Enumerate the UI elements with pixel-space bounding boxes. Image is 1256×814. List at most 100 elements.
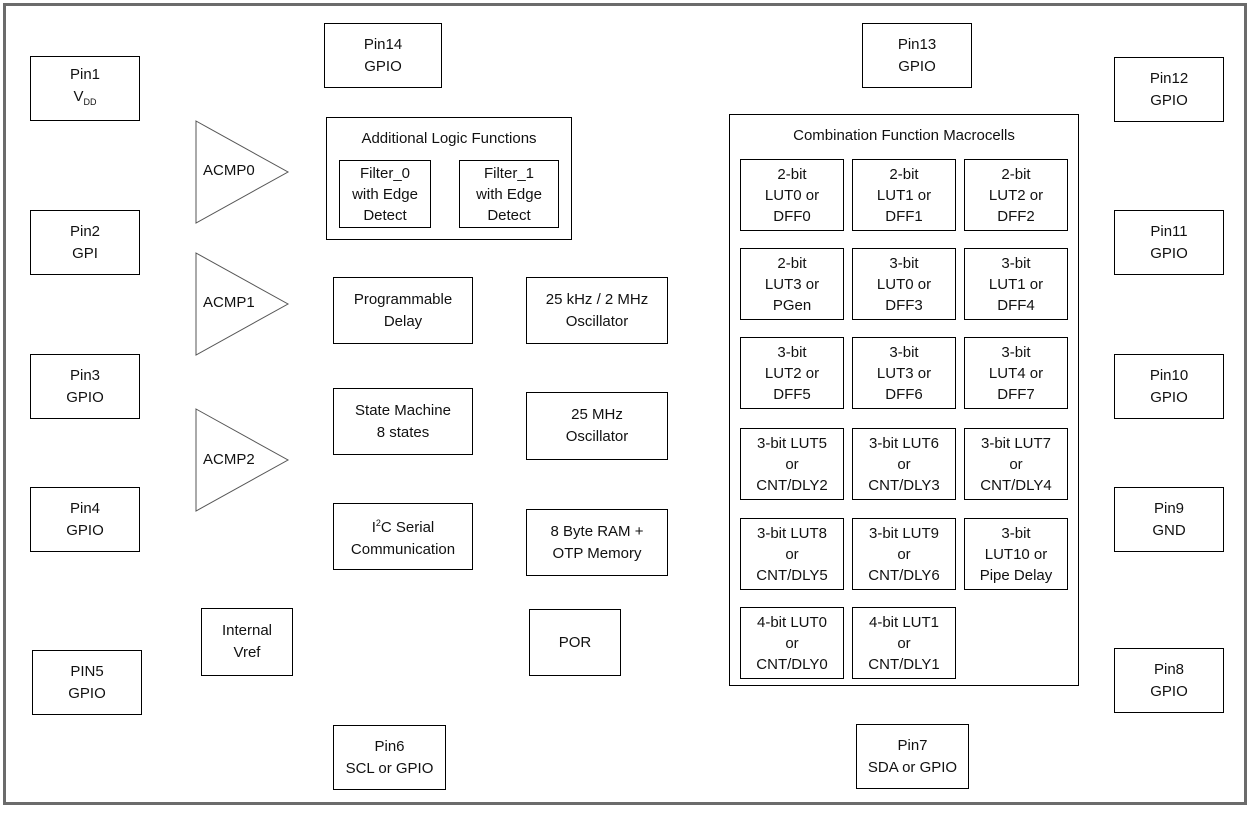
pin14-function: GPIO: [364, 57, 402, 75]
macrocell-line: CNT/DLY5: [756, 566, 828, 584]
vref-line1: Internal: [221, 622, 273, 639]
pin2-number: Pin2: [69, 222, 101, 240]
macrocell-line: or: [1009, 455, 1023, 473]
macrocell-line: 4-bit LUT0: [756, 613, 828, 631]
acmp1-label: ACMP1: [203, 294, 255, 311]
pin14-box: Pin14 GPIO: [324, 23, 442, 88]
oscillator-25mhz-box: 25 MHz Oscillator: [526, 392, 668, 460]
pin5-box: PIN5 GPIO: [32, 650, 142, 715]
pin9-function: GND: [1152, 521, 1186, 539]
filter0-line3: Detect: [363, 206, 407, 224]
macrocell-line: CNT/DLY3: [868, 476, 940, 494]
i2c-line1: I2C Serial: [371, 518, 435, 536]
pin7-number: Pin7: [897, 736, 928, 754]
macrocell-line: 3-bit: [777, 343, 807, 361]
pin14-number: Pin14: [363, 35, 403, 53]
macrocell-line: 3-bit LUT7: [980, 434, 1052, 452]
osc1-line2: Oscillator: [565, 312, 629, 330]
pin10-box: Pin10 GPIO: [1114, 354, 1224, 419]
pin7-function: SDA or GPIO: [867, 758, 958, 776]
macrocell-line: DFF0: [773, 207, 811, 225]
macrocell-line: DFF6: [885, 385, 923, 403]
pin12-function: GPIO: [1150, 91, 1188, 109]
i2c-line2: Communication: [350, 541, 456, 558]
macrocell-line: or: [897, 455, 911, 473]
pin7-box: Pin7 SDA or GPIO: [856, 724, 969, 789]
macrocell-line: LUT0 or: [876, 275, 932, 293]
macrocell-line: LUT0 or: [764, 186, 820, 204]
macrocell-line: 3-bit LUT9: [868, 524, 940, 542]
pin3-number: Pin3: [69, 366, 101, 384]
filter0-box: Filter_0 with Edge Detect: [339, 160, 431, 228]
macrocell-line: CNT/DLY0: [756, 655, 828, 673]
pin12-number: Pin12: [1149, 69, 1189, 87]
pin13-function: GPIO: [898, 57, 936, 75]
macrocell-line: 3-bit: [889, 254, 919, 272]
macrocell-line: or: [785, 455, 799, 473]
filter1-line1: Filter_1: [483, 164, 535, 182]
pin5-number: PIN5: [70, 662, 104, 680]
macrocell-line: LUT2 or: [988, 186, 1044, 204]
state-machine-line2: 8 states: [376, 423, 430, 441]
macrocell-line: 2-bit: [889, 165, 919, 183]
pin11-function: GPIO: [1150, 244, 1188, 262]
pin2-function: GPI: [72, 244, 98, 262]
acmp0-label: ACMP0: [203, 162, 255, 179]
pin10-function: GPIO: [1150, 388, 1188, 406]
pin6-number: Pin6: [374, 737, 405, 755]
pin11-number: Pin11: [1150, 222, 1188, 240]
macrocell-line: LUT2 or: [764, 364, 820, 382]
macrocell-line: LUT1 or: [988, 275, 1044, 293]
pin5-function: GPIO: [68, 684, 106, 702]
macrocell-line: 3-bit: [1001, 254, 1031, 272]
pin8-box: Pin8 GPIO: [1114, 648, 1224, 713]
macrocell-line: Pipe Delay: [979, 566, 1053, 584]
macrocell-line: 2-bit: [777, 165, 807, 183]
pin1-function: VDD: [73, 88, 97, 107]
filter1-line3: Detect: [487, 206, 531, 224]
acmp1-triangle: [195, 252, 290, 356]
macrocell-line: or: [897, 545, 911, 563]
ram-line1: 8 Byte RAM +: [550, 522, 644, 540]
pin13-number: Pin13: [897, 35, 937, 53]
additional-logic-functions-group: Additional Logic Functions Filter_0 with…: [326, 117, 572, 240]
macrocell-line: CNT/DLY6: [868, 566, 940, 584]
programmable-delay-line2: Delay: [383, 312, 423, 330]
pin8-function: GPIO: [1150, 682, 1188, 700]
oscillator-25khz-2mhz-box: 25 kHz / 2 MHz Oscillator: [526, 277, 668, 344]
filter1-line2: with Edge: [476, 185, 542, 203]
pin4-number: Pin4: [69, 499, 101, 517]
pin6-function: SCL or GPIO: [345, 759, 434, 777]
pin2-box: Pin2 GPI: [30, 210, 140, 275]
state-machine-line1: State Machine: [355, 401, 451, 419]
ram-otp-box: 8 Byte RAM + OTP Memory: [526, 509, 668, 576]
macrocell-line: CNT/DLY4: [980, 476, 1052, 494]
acmp0-triangle: [195, 120, 290, 224]
pin9-box: Pin9 GND: [1114, 487, 1224, 552]
pin3-function: GPIO: [66, 388, 104, 406]
macrocell-line: LUT3 or: [764, 275, 820, 293]
macrocell-line: 3-bit: [889, 343, 919, 361]
state-machine-box: State Machine 8 states: [333, 388, 473, 455]
macrocell-line: LUT1 or: [876, 186, 932, 204]
filter0-line2: with Edge: [352, 185, 418, 203]
internal-vref-box: Internal Vref: [201, 608, 293, 676]
pin9-number: Pin9: [1153, 499, 1185, 517]
pin12-box: Pin12 GPIO: [1114, 57, 1224, 122]
macrocell-line: 3-bit: [1001, 524, 1031, 542]
macrocell-line: 3-bit LUT5: [756, 434, 828, 452]
vref-line2: Vref: [233, 644, 261, 661]
macrocell-line: LUT3 or: [876, 364, 932, 382]
